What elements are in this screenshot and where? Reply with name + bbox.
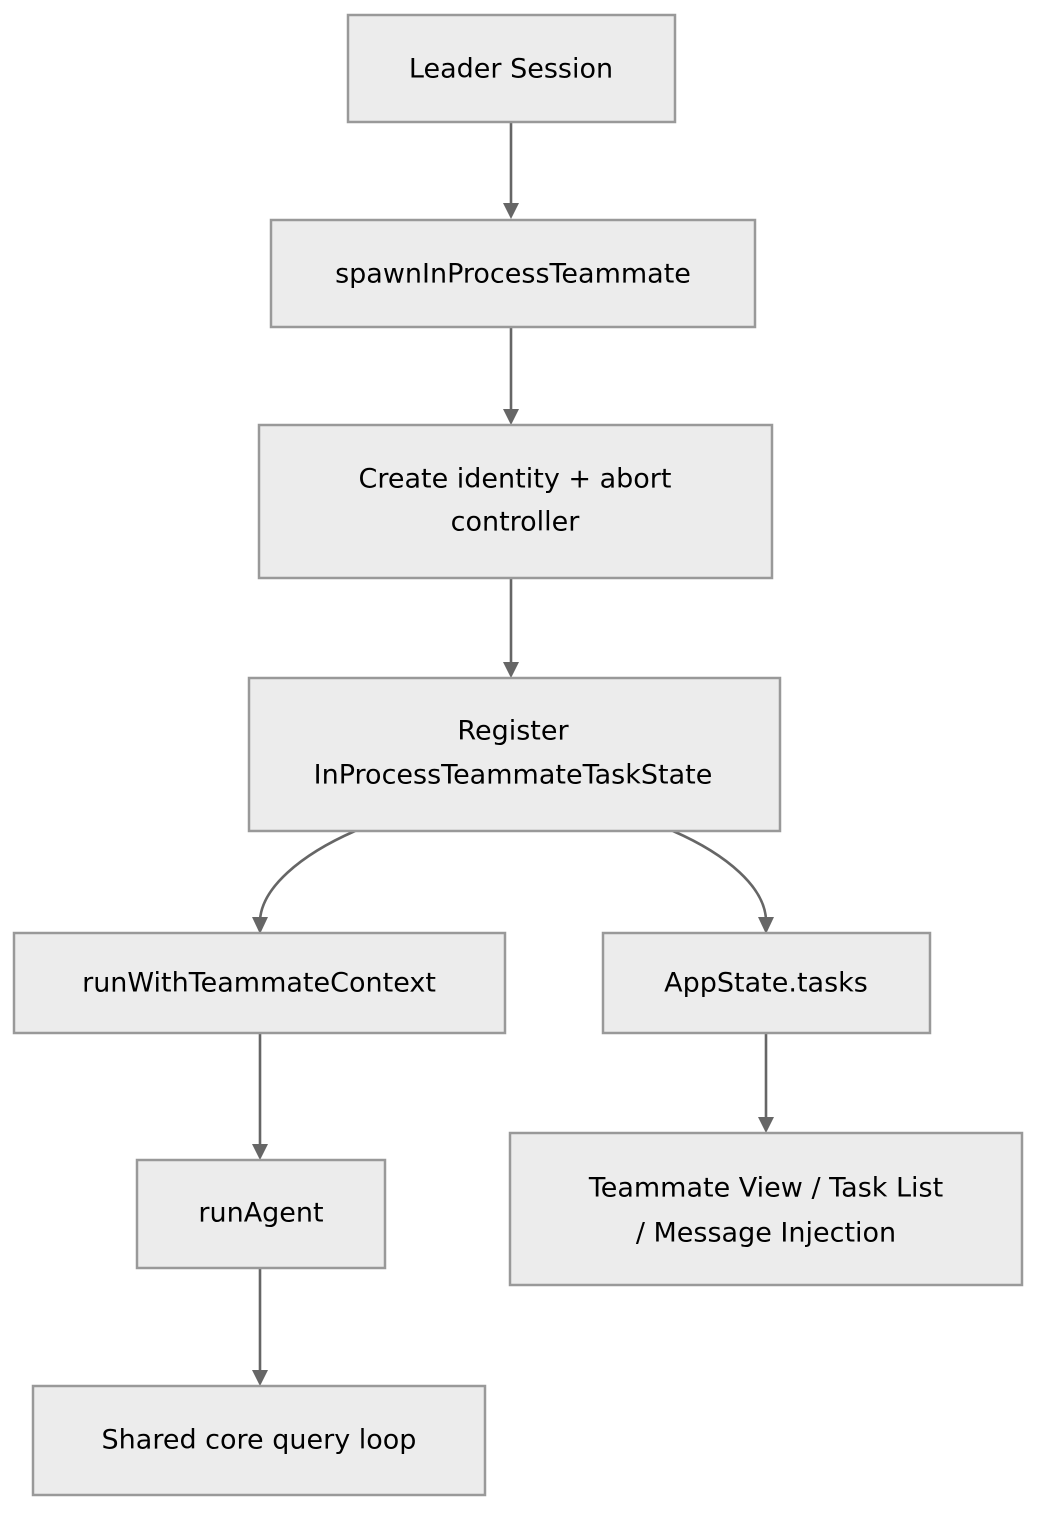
- edge-create-identity-to-register: [503, 578, 519, 678]
- node-create-identity-abort-controller[interactable]: Create identity + abort controller: [257, 423, 774, 580]
- node-teammate-view-task-list-message-injection[interactable]: Teammate View / Task List / Message Inje…: [508, 1131, 1024, 1287]
- node-shared-core-query-loop-label: Shared core query loop: [102, 1425, 417, 1456]
- node-run-with-teammate-context-label: runWithTeammateContext: [82, 968, 436, 999]
- node-run-agent-label: runAgent: [198, 1198, 323, 1229]
- edge-app-state-tasks-to-teammate-view: [758, 1033, 774, 1133]
- node-shared-core-query-loop[interactable]: Shared core query loop: [31, 1384, 487, 1497]
- node-spawn-in-process-teammate[interactable]: spawnInProcessTeammate: [269, 218, 757, 329]
- node-create-identity-abort-controller-label-line-2: controller: [451, 507, 581, 538]
- node-register-label-line-1: Register: [457, 716, 569, 747]
- node-spawn-in-process-teammate-label: spawnInProcessTeammate: [335, 259, 691, 290]
- edge-run-with-teammate-context-to-run-agent: [252, 1033, 268, 1160]
- edge-leader-session-to-spawn: [503, 122, 519, 219]
- edge-run-agent-to-shared-core-query-loop: [252, 1268, 268, 1386]
- node-register-label-line-2: InProcessTeammateTaskState: [314, 760, 713, 791]
- edge-register-to-run-with-teammate-context: [252, 829, 356, 934]
- node-teammate-view-label-line-2: / Message Injection: [636, 1218, 896, 1249]
- node-leader-session[interactable]: Leader Session: [346, 13, 677, 124]
- node-leader-session-label: Leader Session: [409, 54, 613, 85]
- node-app-state-tasks-label: AppState.tasks: [664, 968, 868, 999]
- node-teammate-view-label-line-1: Teammate View / Task List: [588, 1173, 943, 1204]
- node-create-identity-abort-controller-label-line-1: Create identity + abort: [359, 464, 672, 495]
- node-register-in-process-teammate-task-state[interactable]: Register InProcessTeammateTaskState: [247, 676, 782, 833]
- node-run-with-teammate-context[interactable]: runWithTeammateContext: [12, 931, 507, 1035]
- edge-spawn-to-create-identity: [503, 327, 519, 425]
- edge-register-to-app-state-tasks: [672, 829, 774, 934]
- node-app-state-tasks[interactable]: AppState.tasks: [601, 931, 932, 1035]
- node-run-agent[interactable]: runAgent: [135, 1158, 387, 1270]
